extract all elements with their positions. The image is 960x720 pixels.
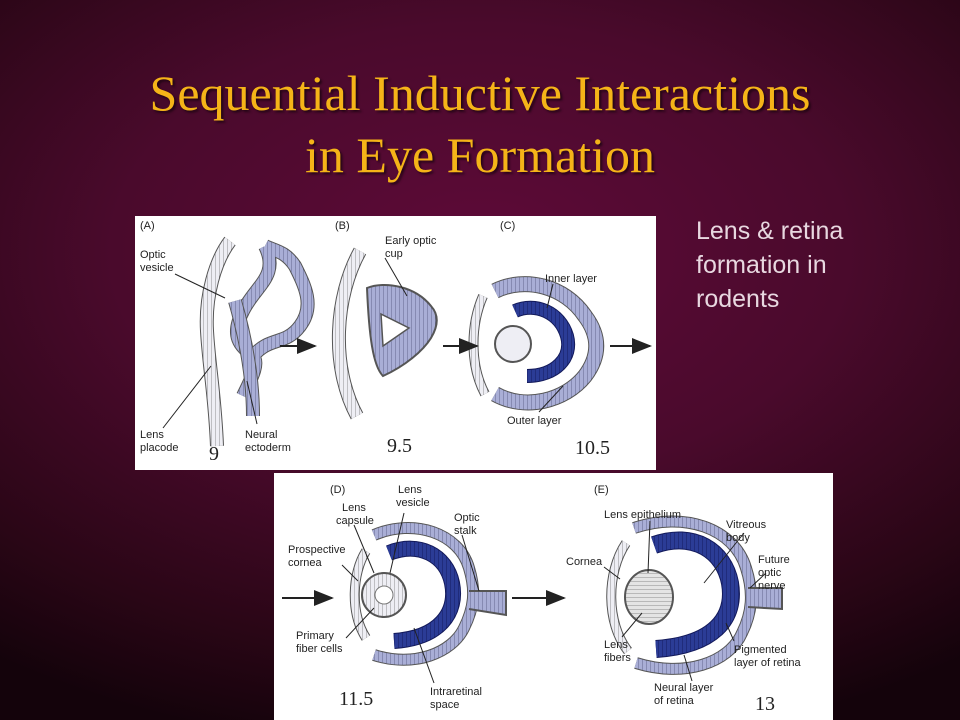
label-lens-fibers-1: Lens	[604, 639, 628, 651]
side-note-line-3: rodents	[696, 285, 780, 313]
label-early-optic: Early optic	[385, 235, 437, 247]
label-vesicle: vesicle	[140, 262, 174, 274]
label-pigmented-2: layer of retina	[734, 657, 802, 669]
label-future-1: Future	[758, 554, 790, 566]
optic-nerve-shape	[747, 587, 783, 611]
side-note: Lens & retina formation in rodents	[696, 214, 936, 316]
label-lens-fibers-2: fibers	[604, 652, 631, 664]
label-lens-epithelium: Lens epithelium	[604, 509, 681, 521]
label-prospective-1: Prospective	[288, 544, 345, 556]
label-lens-capsule-1: Lens	[342, 502, 366, 514]
label-future-2: optic	[758, 567, 782, 579]
slide-title: Sequential Inductive Interactions in Eye…	[0, 62, 960, 186]
label-vitreous-2: body	[726, 532, 750, 544]
stage-11-5: 11.5	[339, 688, 373, 710]
label-primary-2: fiber cells	[296, 643, 343, 655]
title-line-2: in Eye Formation	[305, 127, 655, 183]
stage-13: 13	[755, 693, 775, 715]
figure-top-illustration: (A) (B) (C) Optic vesicle Lens placode N…	[140, 220, 652, 465]
label-prospective-2: cornea	[288, 557, 323, 569]
title-line-1: Sequential Inductive Interactions	[149, 65, 811, 121]
label-pigmented-1: Pigmented	[734, 644, 787, 656]
figure-top-panel: (A) (B) (C) Optic vesicle Lens placode N…	[135, 216, 656, 470]
figure-bottom-panel: (D) (E) Lens capsule Lens vesicle Optic …	[274, 473, 833, 720]
label-neural: Neural	[245, 429, 277, 441]
label-placode: placode	[140, 442, 179, 454]
label-lens: Lens	[140, 429, 164, 441]
label-outer-layer: Outer layer	[507, 415, 562, 427]
label-neural-layer-2: of retina	[654, 695, 695, 707]
label-lens-vesicle-1: Lens	[398, 484, 422, 496]
label-cup: cup	[385, 248, 403, 260]
label-panel-e: (E)	[594, 484, 609, 496]
label-lens-vesicle-2: vesicle	[396, 497, 430, 509]
label-panel-d: (D)	[330, 484, 345, 496]
label-inner-layer: Inner layer	[545, 273, 597, 285]
label-ectoderm: ectoderm	[245, 442, 291, 454]
side-note-line-2: formation in	[696, 251, 827, 279]
label-primary-1: Primary	[296, 630, 334, 642]
label-future-3: nerve	[758, 580, 786, 592]
lens-e-shape	[624, 569, 674, 625]
label-optic: Optic	[140, 249, 166, 261]
label-optic-stalk-1: Optic	[454, 512, 480, 524]
stage-9-5: 9.5	[387, 435, 412, 457]
label-vitreous-1: Vitreous	[726, 519, 767, 531]
side-note-line-1: Lens & retina	[696, 217, 844, 245]
label-intraretinal-2: space	[430, 699, 459, 711]
lens-pit-shape	[494, 325, 532, 363]
label-panel-c: (C)	[500, 220, 515, 232]
label-panel-b: (B)	[335, 220, 350, 232]
label-neural-layer-1: Neural layer	[654, 682, 714, 694]
figure-bottom-illustration: (D) (E) Lens capsule Lens vesicle Optic …	[282, 484, 802, 715]
label-cornea: Cornea	[566, 556, 603, 568]
label-lens-capsule-2: capsule	[336, 515, 374, 527]
label-optic-stalk-2: stalk	[454, 525, 477, 537]
optic-stalk-d-shape	[468, 590, 507, 617]
label-panel-a: (A)	[140, 220, 155, 232]
label-intraretinal-1: Intraretinal	[430, 686, 482, 698]
stage-9: 9	[209, 443, 219, 465]
stage-10-5: 10.5	[575, 437, 610, 459]
